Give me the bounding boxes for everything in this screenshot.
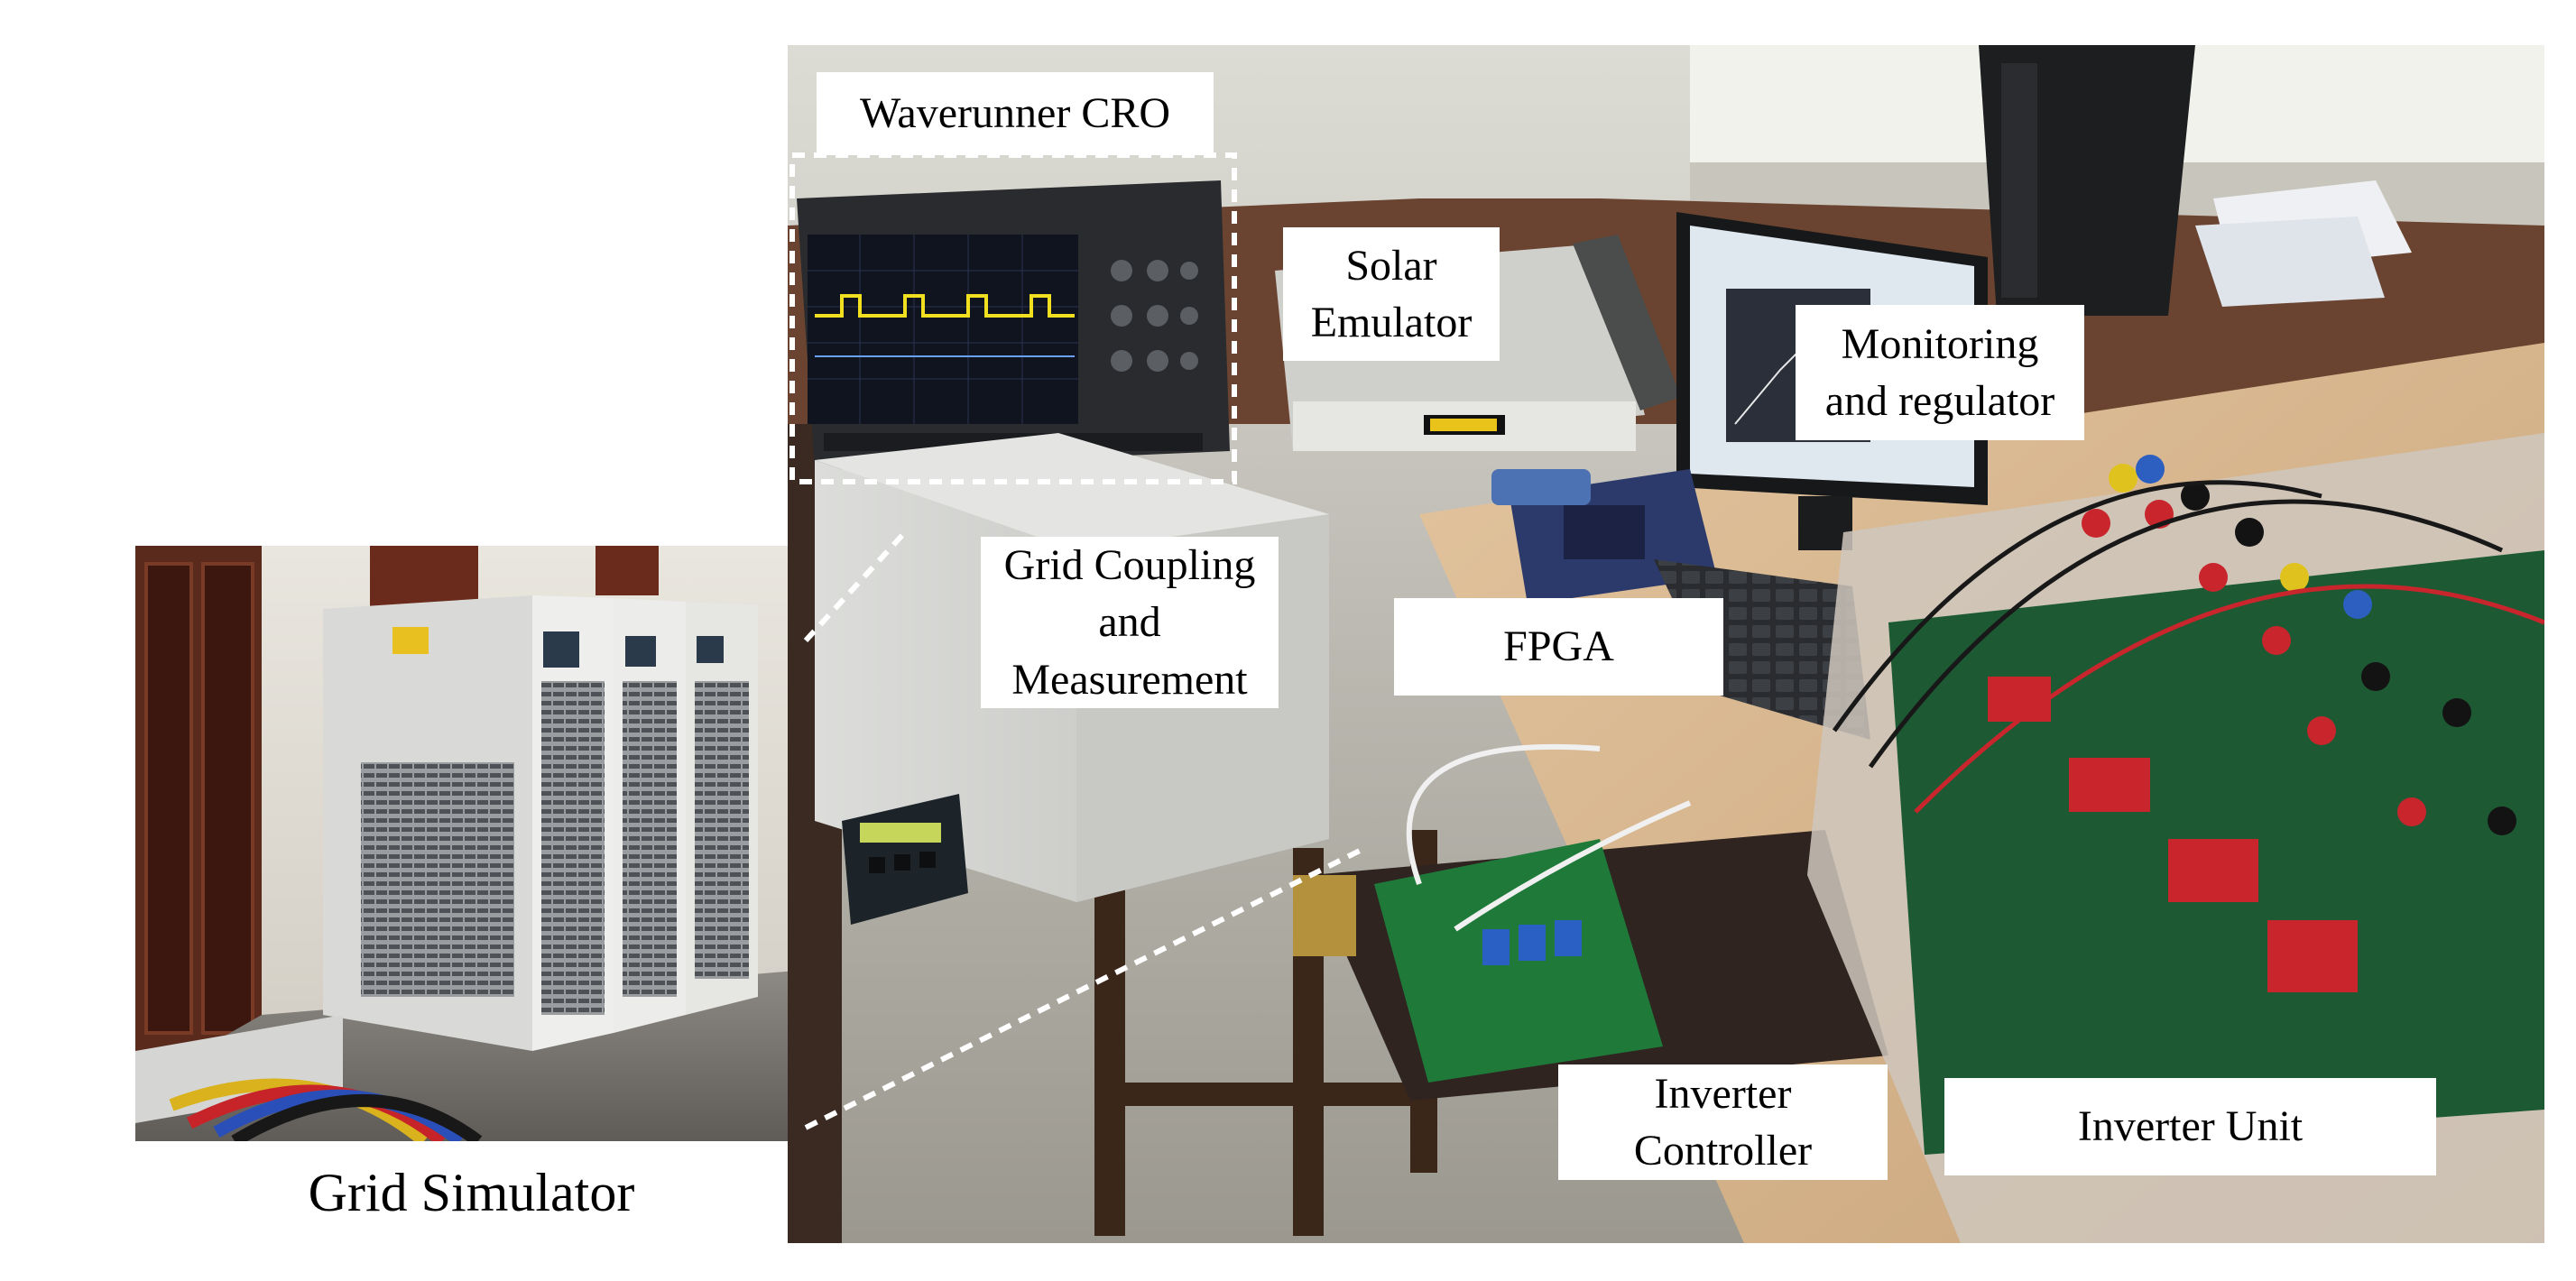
monitoring-regulator-label: Monitoring and regulator — [1796, 305, 2084, 440]
inverter-controller-board — [1293, 743, 1888, 1101]
grid-simulator-caption: Grid Simulator — [308, 1163, 635, 1222]
grid-simulator-image — [135, 546, 808, 1141]
fpga-label: FPGA — [1394, 598, 1723, 696]
lab-setup-image — [788, 45, 2544, 1243]
inverter-unit-label: Inverter Unit — [1944, 1078, 2436, 1175]
grid-coupling-label: Grid Coupling and Measurement — [981, 537, 1279, 708]
inverter-controller-label: Inverter Controller — [1558, 1064, 1888, 1180]
lab-setup-photo — [788, 45, 2544, 1243]
inverter-unit-device — [1807, 433, 2544, 1243]
waverunner-cro-label: Waverunner CRO — [817, 72, 1214, 155]
pc-tower — [1979, 45, 2195, 316]
oscilloscope — [797, 180, 1230, 469]
grid-simulator-photo — [135, 546, 808, 1141]
solar-emulator-label: Solar Emulator — [1283, 227, 1500, 361]
